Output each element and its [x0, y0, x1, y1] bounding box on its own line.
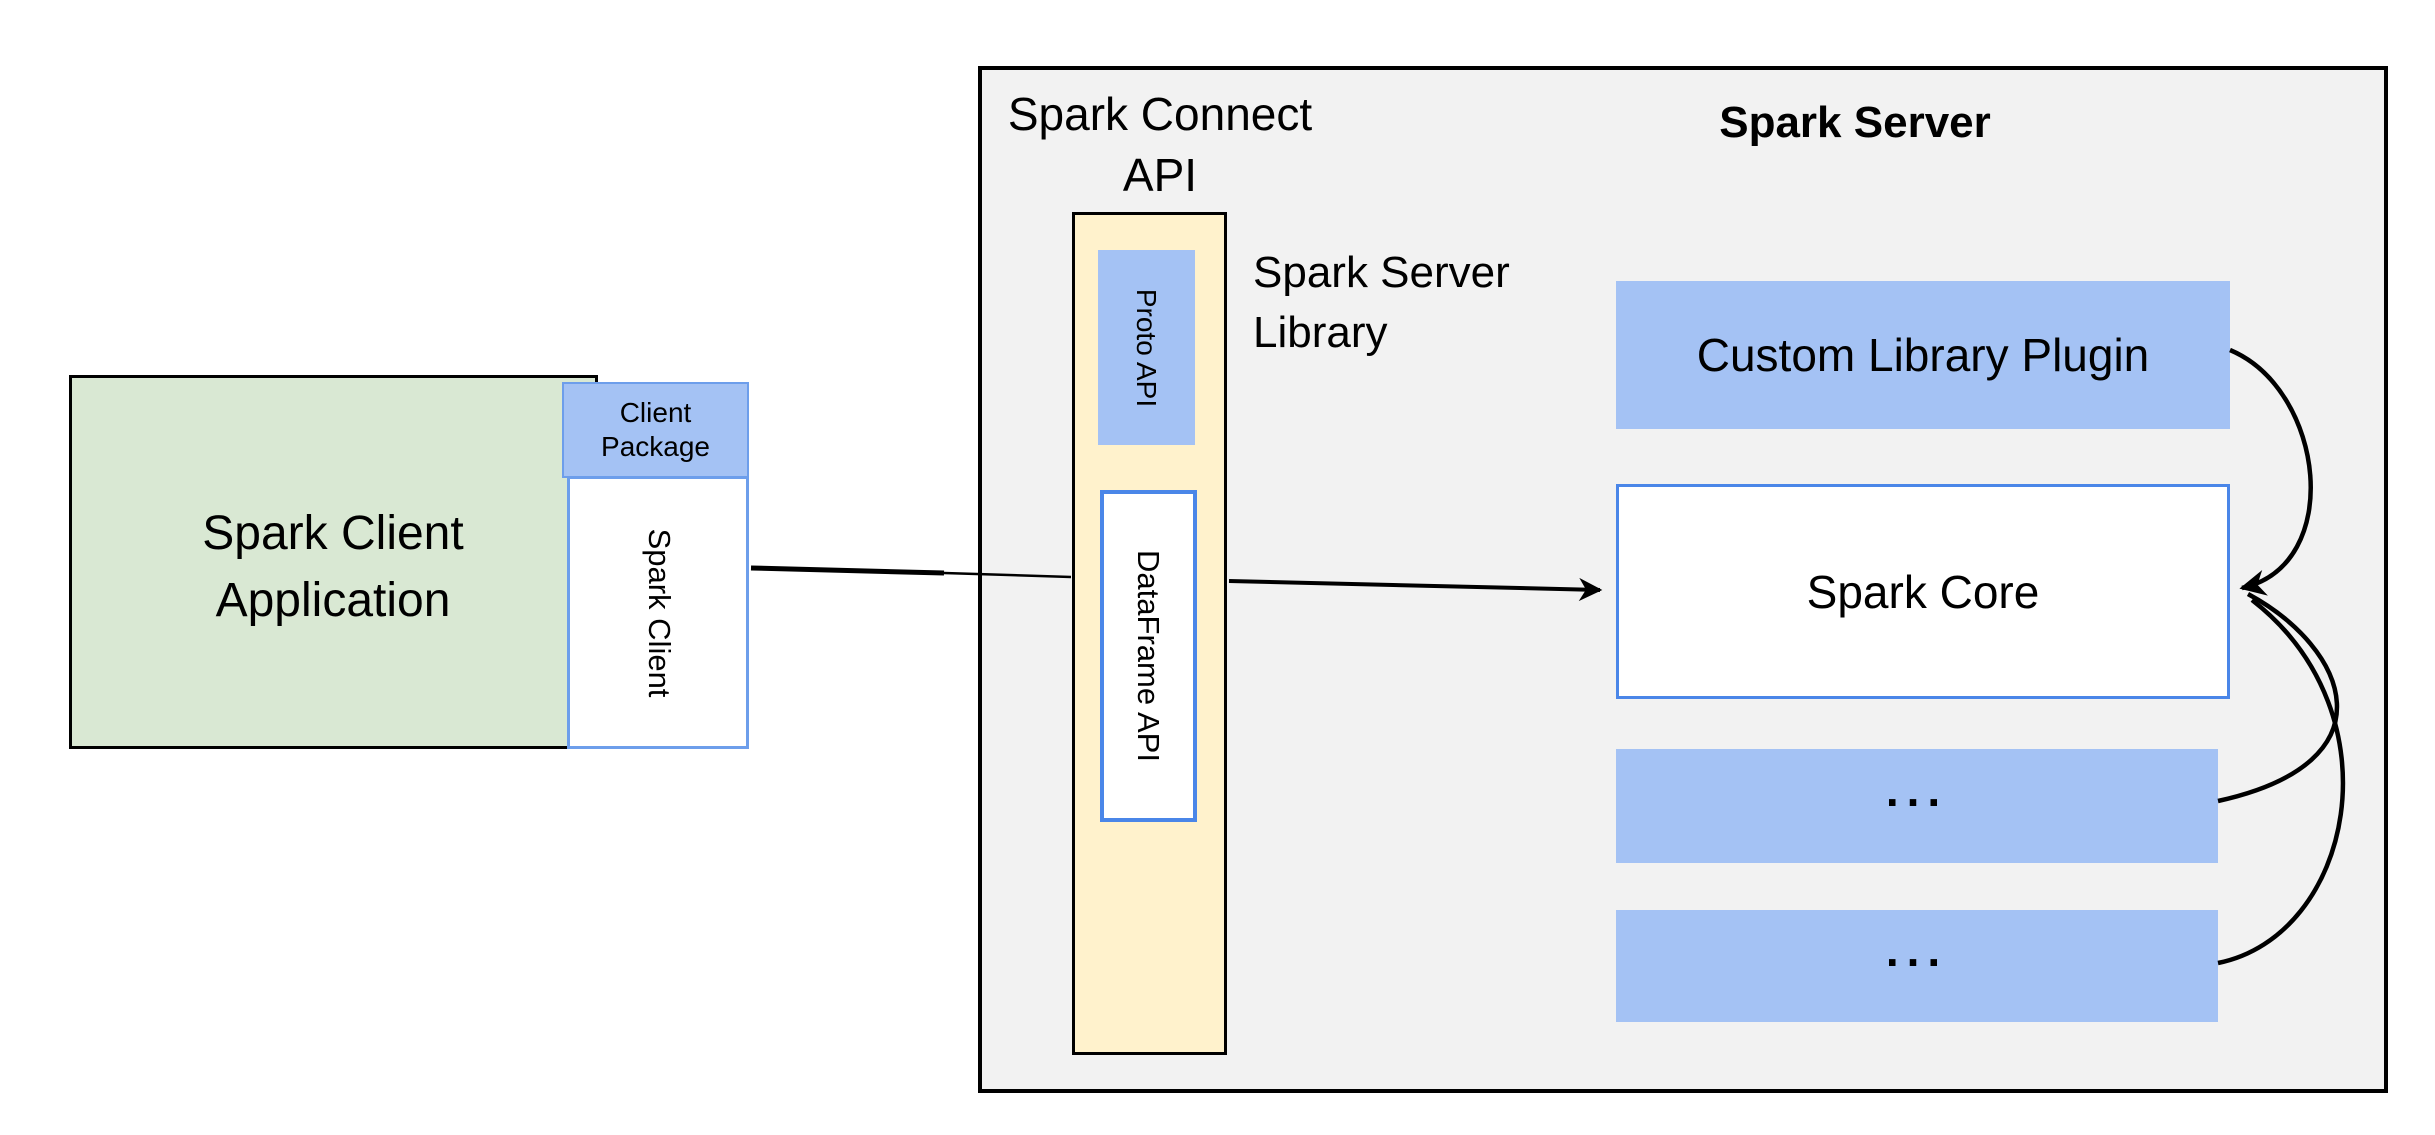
dataframe-api-text: DataFrame API [1131, 550, 1166, 762]
spark-client-box [567, 476, 749, 749]
spark-core-text: Spark Core [1806, 565, 2040, 618]
spark-client-label: Spark Client [641, 529, 677, 698]
client-package-label: Client Package [562, 388, 749, 472]
spark-client-application-box [69, 375, 598, 749]
spark-server-library-text: Spark Server Library [1253, 248, 1510, 357]
module-placeholder-1-text: ... [1885, 763, 1949, 816]
spark-client-text: Spark Client [642, 528, 677, 698]
dataframe-api-box [1100, 490, 1197, 822]
spark-connect-api-title-text: Spark Connect API [1007, 88, 1313, 201]
spark-connect-api-title: Spark Connect API [1005, 80, 1315, 210]
dataframe-api-label: DataFrame API [1130, 550, 1166, 762]
spark-client-application-text: Spark Client Application [202, 507, 464, 627]
module-placeholder-box-2: ... [1616, 910, 2218, 1022]
module-placeholder-box-1: ... [1616, 749, 2218, 863]
client-to-connect-line-thick [750, 565, 945, 576]
proto-api-text: Proto API [1131, 288, 1162, 408]
module-placeholder-2-text: ... [1885, 923, 1949, 976]
spark-server-title: Spark Server [1655, 96, 2055, 150]
custom-library-plugin-text: Custom Library Plugin [1696, 329, 2150, 381]
spark-core-box: Spark Core [1616, 484, 2230, 699]
client-package-text: Client Package [601, 397, 710, 462]
spark-server-title-text: Spark Server [1719, 98, 1991, 147]
spark-server-library-label: Spark Server Library [1253, 240, 1553, 365]
proto-api-label: Proto API [1130, 289, 1162, 407]
custom-library-plugin-box: Custom Library Plugin [1616, 281, 2230, 429]
proto-api-box [1098, 250, 1195, 445]
spark-client-application-label: Spark Client Application [153, 495, 513, 640]
client-package-box [562, 382, 749, 478]
